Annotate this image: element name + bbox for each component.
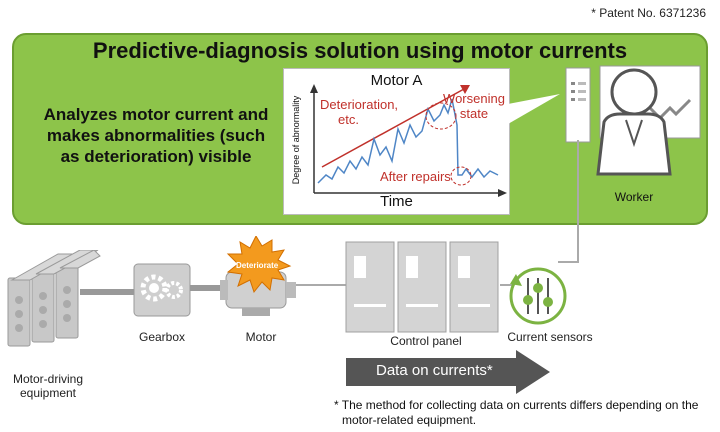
motor-driving-equipment-label: Motor-driving equipment [12, 372, 84, 400]
motor-chart: Motor A Time Degree of abnormality Deter… [283, 68, 510, 215]
current-sensors-icon [509, 267, 567, 325]
annotation-after-repairs: After repairs [380, 169, 451, 184]
chart-y-axis-arrowhead [310, 84, 318, 93]
annotation-deterioration: Deterioration, etc. [320, 97, 399, 127]
chart-x-label: Time [380, 193, 413, 210]
motor-driving-equipment-icon [7, 250, 101, 347]
chart-title: Motor A [370, 72, 423, 89]
annotation-worsening: Worsening state [443, 91, 505, 121]
worsening-highlight-circle [425, 102, 457, 130]
patent-note: * Patent No. 6371236 [591, 6, 706, 20]
chart-graphics [310, 84, 507, 197]
deteriorate-burst [226, 236, 292, 294]
analysis-line-1: Analyzes motor current and [43, 105, 269, 124]
current-sensors-label: Current sensors [507, 330, 593, 344]
control-panel-label: Control panel [390, 334, 462, 348]
trend-arrow-head [460, 85, 470, 94]
control-panel-icon [345, 241, 499, 333]
chart-x-axis-arrowhead [498, 189, 507, 197]
diagram-title: Predictive-diagnosis solution using moto… [92, 38, 628, 63]
gearbox-icon [133, 263, 191, 317]
data-arrow-label: Data on currents* [376, 362, 493, 379]
abnormality-series-line [317, 98, 499, 184]
data-arrow [346, 350, 550, 394]
speech-pointer [508, 94, 560, 124]
analysis-line-2: makes abnormalities (such [46, 126, 266, 145]
deteriorate-badge: Deteriorate [236, 261, 279, 270]
analysis-line-3: as deterioration) visible [60, 147, 252, 166]
footnote: * The method for collecting data on curr… [334, 398, 699, 427]
trend-arrow-line [321, 88, 465, 168]
pc-tower-icon [565, 67, 591, 143]
after-repairs-highlight-circle [450, 166, 472, 186]
worker-illustration [565, 65, 701, 176]
analysis-description: Analyzes motor current and makes abnorma… [26, 104, 286, 167]
motor-label: Motor [245, 330, 277, 344]
gearbox-label: Gearbox [138, 330, 186, 344]
worker-label: Worker [614, 190, 654, 204]
motor-icon [220, 236, 296, 316]
